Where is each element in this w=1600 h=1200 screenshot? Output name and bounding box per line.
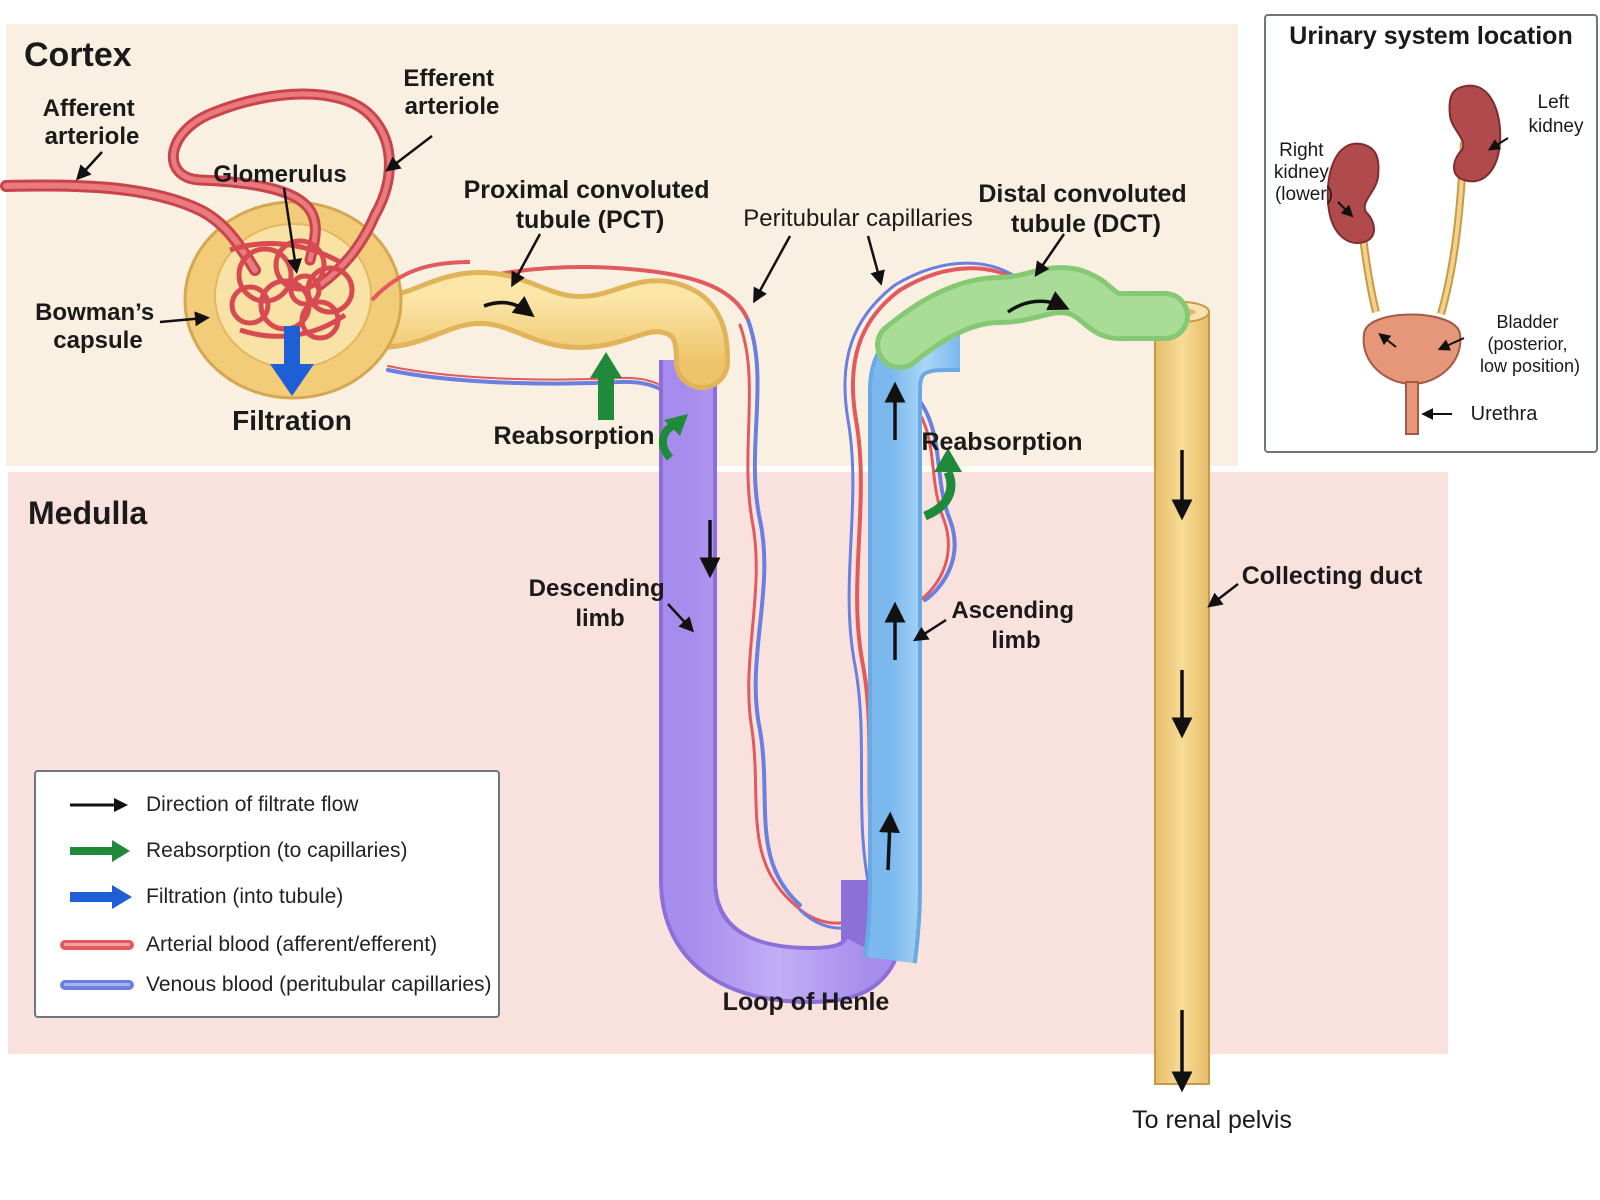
bladder-label: Bladder (posterior, low position) <box>1480 312 1580 376</box>
red-line-icon <box>60 940 134 950</box>
peritubular-label: Peritubular capillaries <box>743 205 972 232</box>
black-arrow-icon <box>70 798 128 812</box>
left-kidney-label: Left kidney <box>1529 92 1584 137</box>
legend-text: Arterial blood (afferent/efferent) <box>146 933 438 956</box>
cortex-region <box>6 24 1238 466</box>
medulla-label: Medulla <box>28 495 147 531</box>
urethra-label: Urethra <box>1471 403 1539 425</box>
left-kidney-icon <box>1448 84 1502 183</box>
urinary-system-illustration: Right kidney (lower) Left kidney Bladder… <box>1274 84 1584 435</box>
afferent-label: Afferent arteriole <box>43 95 142 150</box>
descending-label: Descending limb <box>529 575 672 632</box>
legend: Direction of filtrate flow Reabsorption … <box>34 770 500 1018</box>
ascending-label: Ascending limb <box>951 597 1080 654</box>
bowmans-label: Bowman’s capsule <box>35 299 161 354</box>
legend-text: Venous blood (peritubular capillaries) <box>146 973 492 996</box>
legend-text: Reabsorption (to capillaries) <box>146 839 408 862</box>
collecting-label: Collecting duct <box>1242 562 1423 590</box>
efferent-label: Efferent arteriole <box>403 65 500 120</box>
urethra-icon <box>1405 381 1419 435</box>
legend-item-reabsorption: Reabsorption (to capillaries) <box>36 836 407 866</box>
right-kidney-label: Right kidney (lower) <box>1274 140 1334 205</box>
blue-line-icon <box>60 980 134 990</box>
bladder-icon <box>1362 313 1462 386</box>
flow-arrows <box>483 291 1193 1093</box>
dct-label: Distal convoluted tubule (DCT) <box>978 180 1193 238</box>
legend-item-venous: Venous blood (peritubular capillaries) <box>36 970 492 1000</box>
glomerulus-label: Glomerulus <box>213 161 346 188</box>
green-arrow-icon <box>70 840 130 862</box>
leader-lines <box>75 135 1239 642</box>
right-kidney-icon <box>1326 142 1380 244</box>
pct-label: Proximal convoluted tubule (PCT) <box>464 176 717 234</box>
legend-item-arterial: Arterial blood (afferent/efferent) <box>36 930 437 960</box>
legend-text: Filtration (into tubule) <box>146 885 344 908</box>
legend-item-filtrate: Direction of filtrate flow <box>36 790 358 820</box>
legend-text: Direction of filtrate flow <box>146 793 359 816</box>
reabsorption-right-label: Reabsorption <box>921 428 1082 456</box>
filtration-arrow <box>270 326 314 396</box>
loop-label: Loop of Henle <box>723 988 890 1016</box>
cortex-label: Cortex <box>24 36 132 74</box>
renal-pelvis-label: To renal pelvis <box>1132 1106 1292 1134</box>
reabsorption-arrows <box>590 352 962 521</box>
legend-item-filtration: Filtration (into tubule) <box>36 882 343 912</box>
inset-title: Urinary system location <box>1289 22 1573 50</box>
blue-arrow-icon <box>70 885 132 909</box>
urinary-system-inset: Urinary system location Right <box>1264 14 1598 453</box>
filtration-label: Filtration <box>232 405 352 436</box>
reabsorption-left-label: Reabsorption <box>493 422 654 450</box>
